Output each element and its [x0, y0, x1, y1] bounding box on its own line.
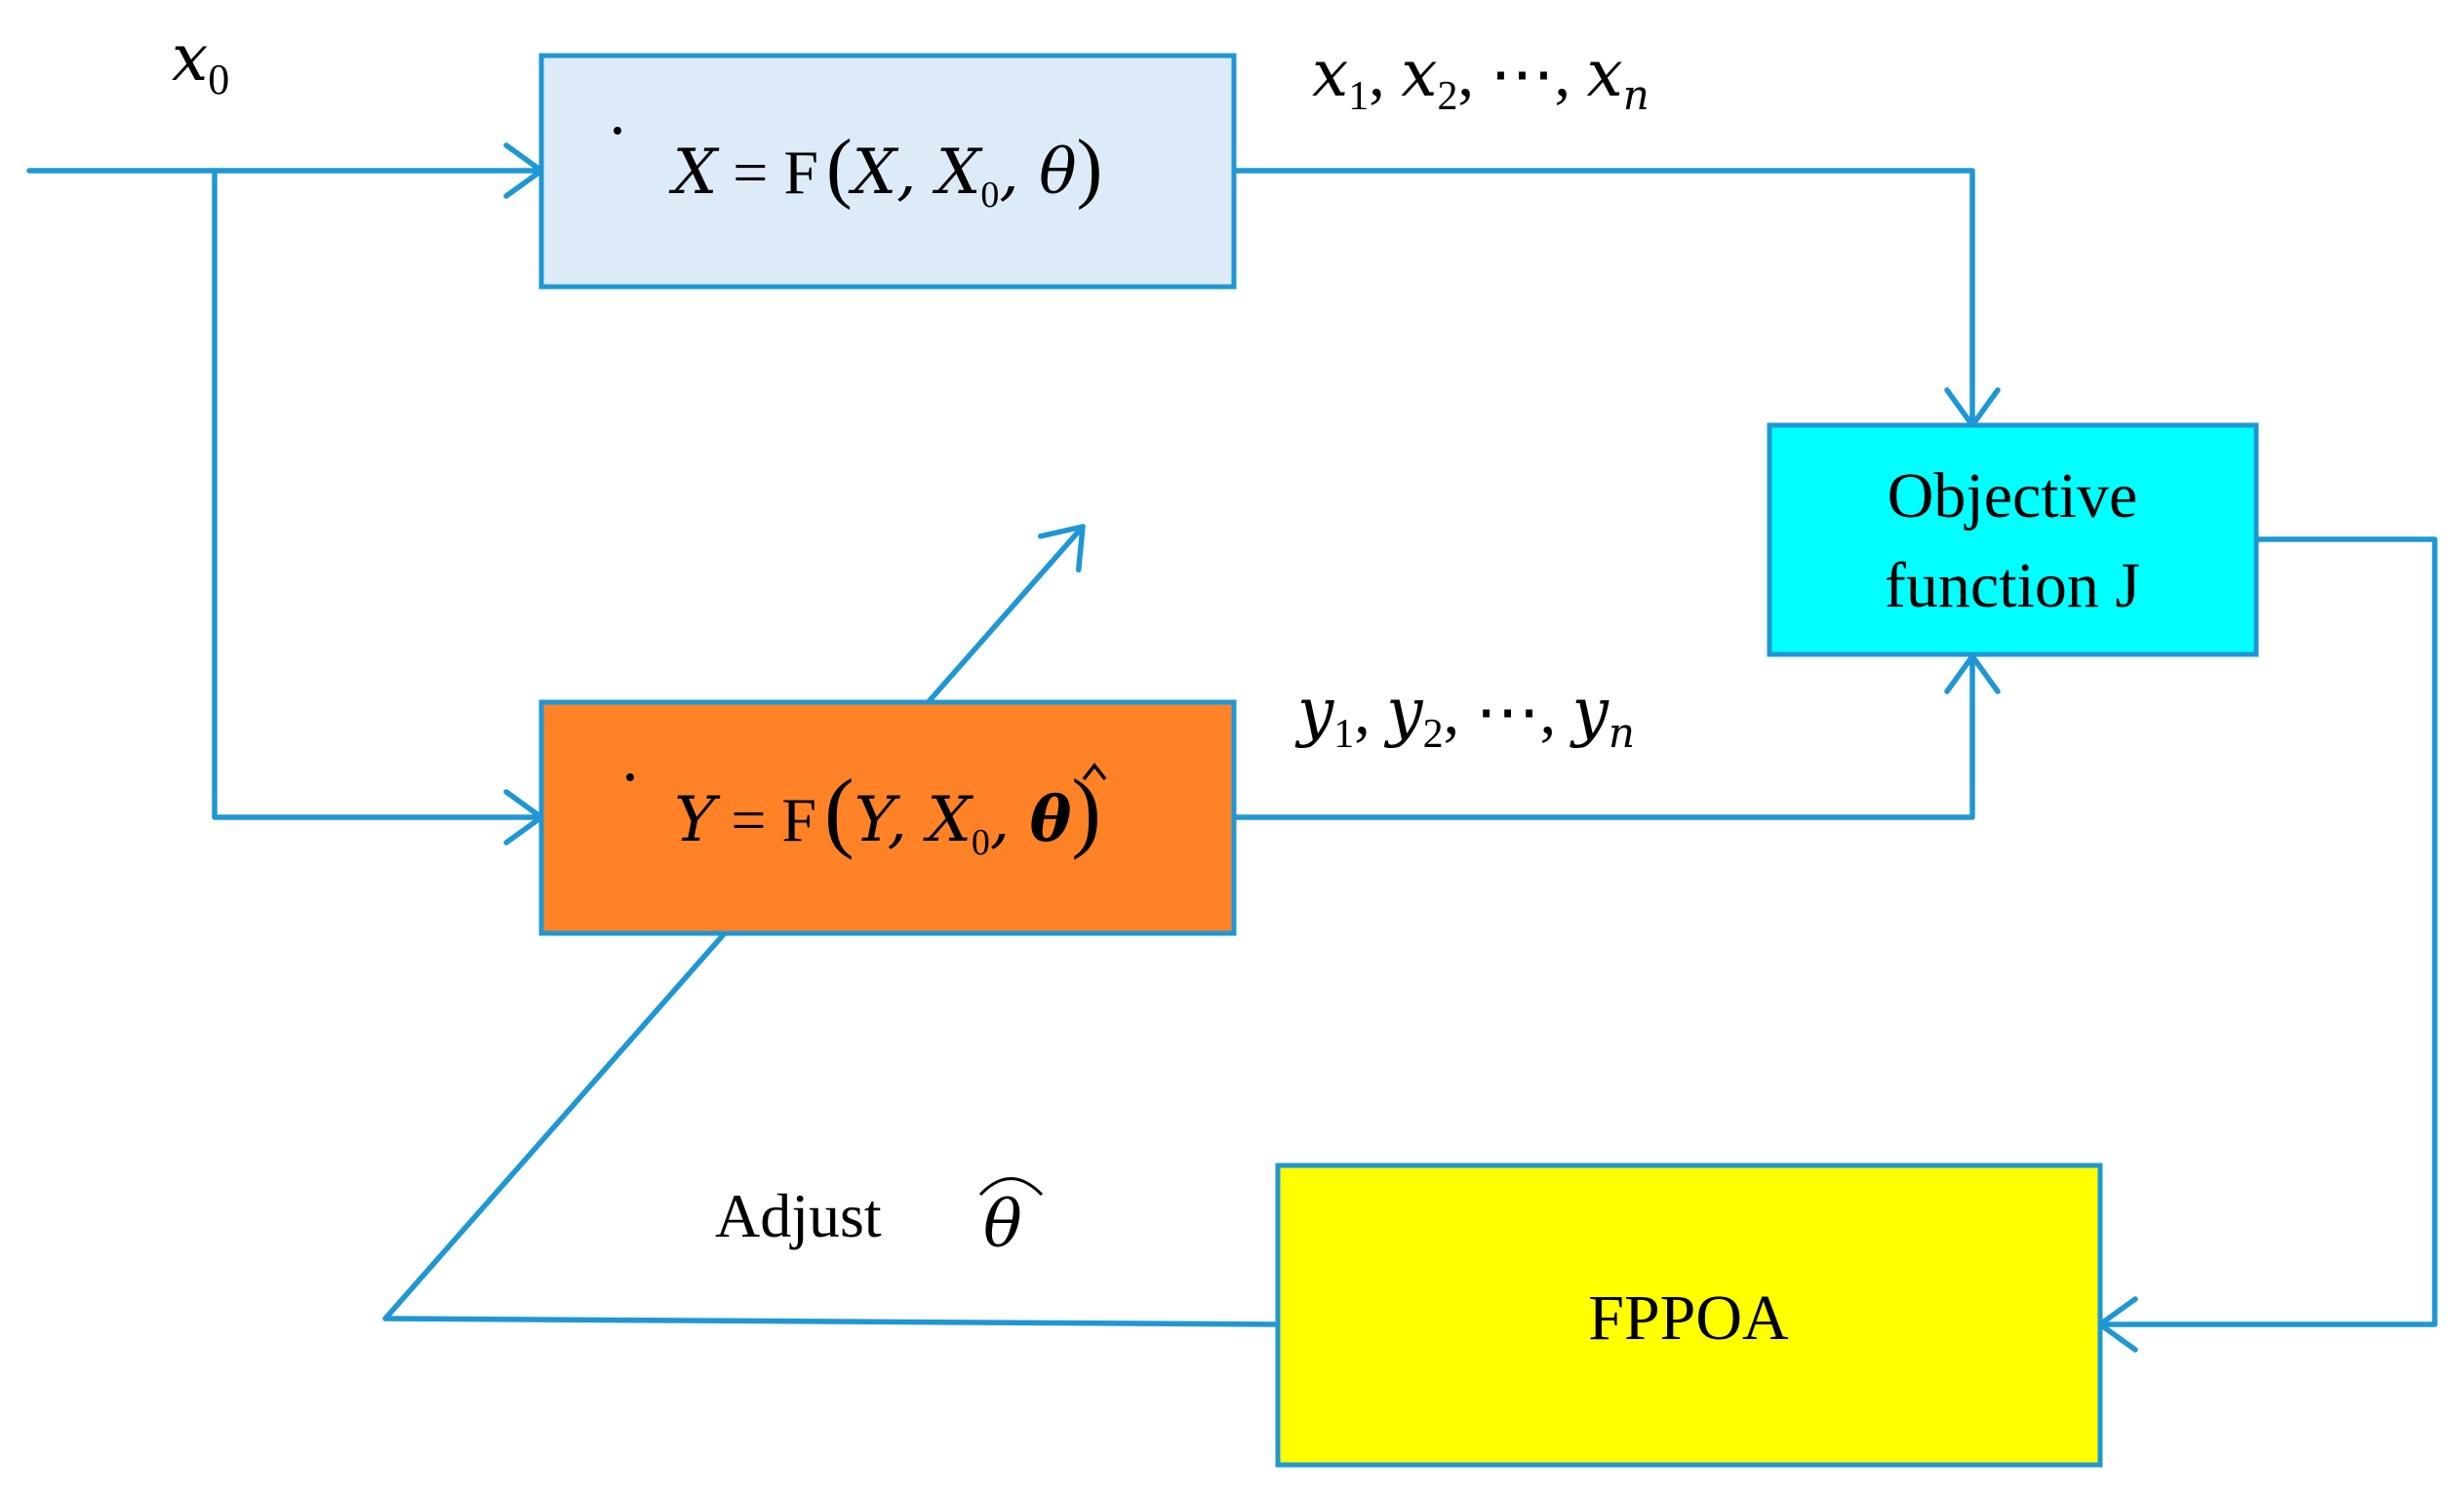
estimate-dot-var: Y [674, 784, 721, 856]
input-label: x0 [172, 20, 229, 103]
optimizer-feedback-line [382, 1316, 1281, 1327]
optimizer-label: FPPOA [1588, 1282, 1789, 1354]
model-args-a: X, X [848, 137, 983, 209]
estimate-dot-accent [626, 773, 634, 781]
objective-block: Objective function J [1767, 422, 2259, 657]
objective-block-box [1767, 422, 2259, 657]
input-symbol: x [172, 20, 208, 96]
model-block-box [538, 53, 1237, 290]
input-subscript: 0 [208, 56, 229, 103]
optimizer-block-box [1275, 1163, 2103, 1468]
objective-label-line1: Objective [1888, 460, 2138, 532]
model-args-b: , θ [999, 137, 1076, 209]
estimate-args-b: , [990, 784, 1030, 856]
estimate-args-sub: 0 [972, 822, 990, 863]
model-to-objective-arrow [1231, 168, 2001, 428]
estimate-equation: Y = F(Y, X0, θ) [674, 761, 1101, 863]
estimate-block: Y = F(Y, X0, θ) [538, 699, 1237, 936]
objective-to-optimizer-arrow [2097, 536, 2438, 1353]
estimate-block-box [538, 699, 1237, 936]
adjust-label: Adjust [715, 1181, 882, 1250]
model-equals: = F [717, 138, 818, 207]
model-dot-accent [614, 127, 621, 135]
model-outputs-label: x1, x2, ⋯, xn [1312, 36, 1649, 119]
adjust-theta-hat [978, 1177, 1044, 1197]
estimate-hat-accent [1082, 763, 1107, 781]
estimate-outputs-label: y1, y2, ⋯, yn [1294, 674, 1635, 757]
adjust-theta-symbol: θ [983, 1187, 1022, 1262]
model-dot-var: X [668, 137, 720, 209]
estimate-equals: = F [715, 785, 816, 854]
estimate-theta-hat: θ [1030, 783, 1072, 856]
optimizer-block: FPPOA [1275, 1163, 2103, 1468]
estimate-to-objective-arrow [1231, 653, 2001, 820]
objective-label-line2: function J [1885, 550, 2140, 621]
estimate-args-a: Y, X [854, 784, 974, 856]
model-equation: X = F(X, X0, θ) [668, 125, 1103, 216]
model-block: X = F(X, X0, θ) [538, 53, 1237, 290]
model-args-sub: 0 [980, 175, 999, 216]
input-to-estimate-arrow [212, 168, 544, 846]
